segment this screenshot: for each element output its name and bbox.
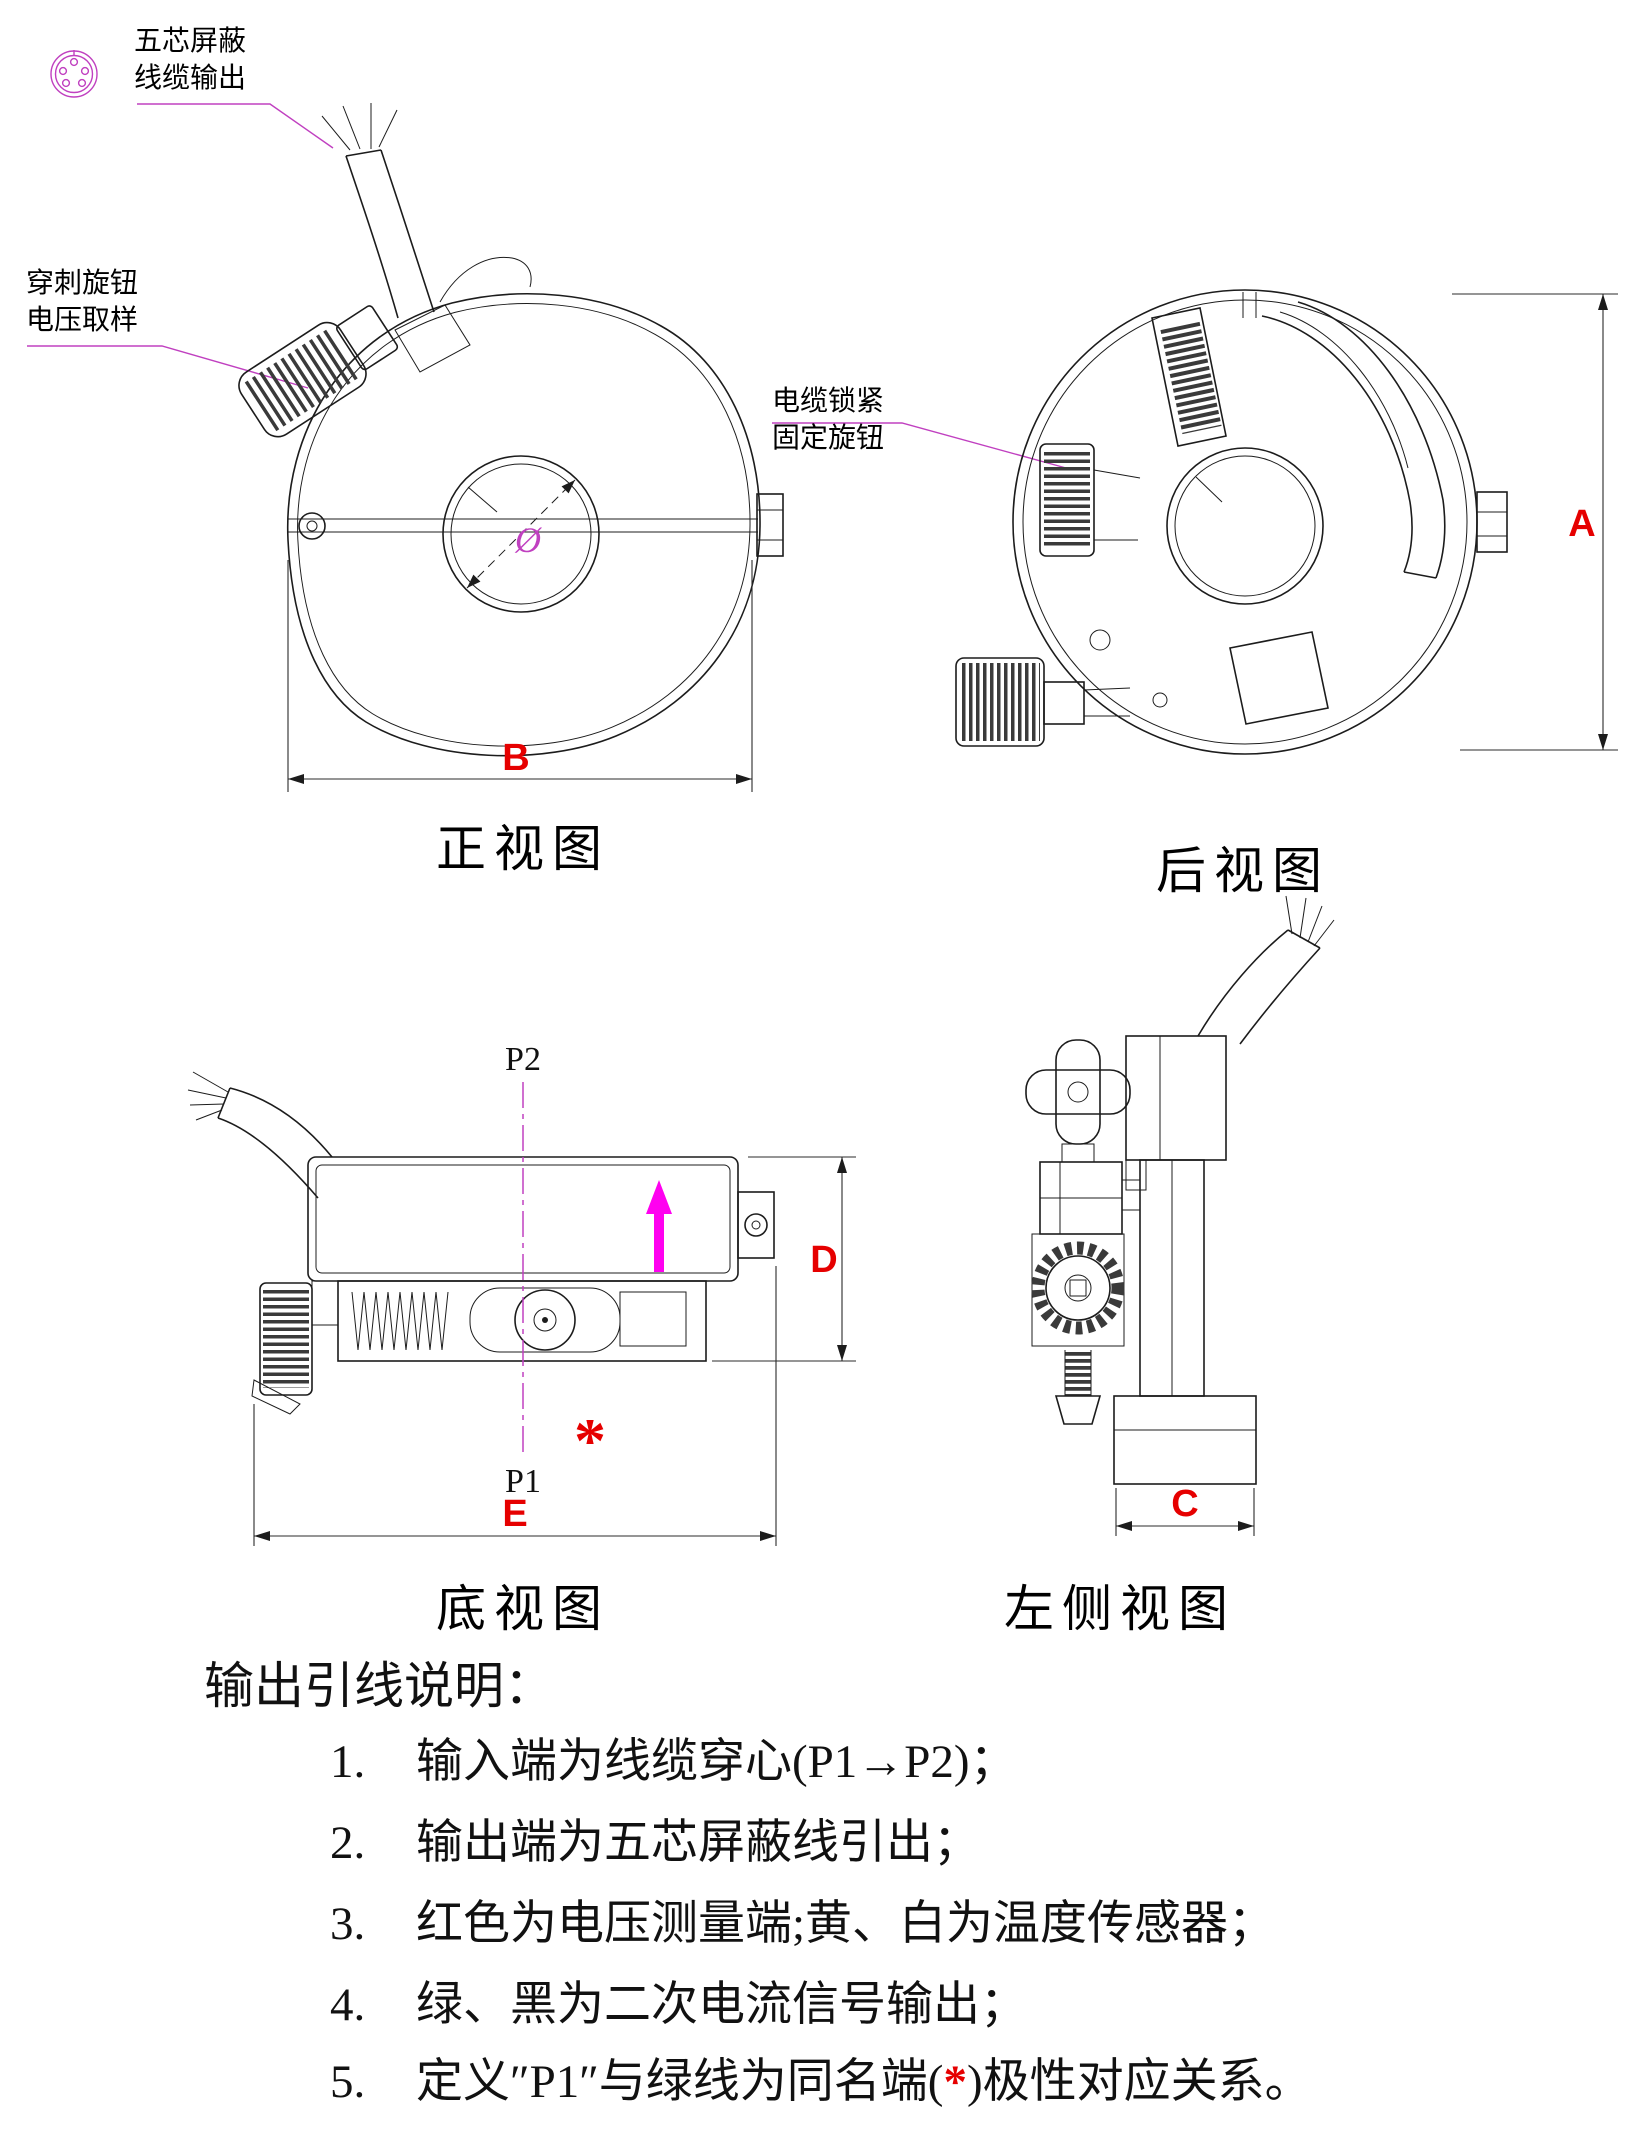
bottom-view-title: 底视图 — [436, 1581, 610, 1637]
front-hole-diameter-symbol: Ø — [514, 520, 543, 560]
polarity-star: * — [574, 1405, 606, 1476]
dim-d-label: D — [810, 1239, 837, 1281]
annotation-voltage-knob-line2: 电压取样 — [26, 304, 139, 336]
front-view-title: 正视图 — [436, 821, 610, 877]
left-view-title: 左侧视图 — [1004, 1581, 1236, 1637]
dim-b-label: B — [502, 737, 529, 779]
note-item-4-text: 绿、黑为二次电流信号输出； — [416, 1979, 1027, 2031]
annotation-voltage-knob: 穿刺旋钮 电压取样 — [26, 266, 138, 340]
note-item-3-text: 红色为电压测量端;黄、白为温度传感器； — [416, 1898, 1276, 1950]
note-item-5-star: * — [943, 2056, 967, 2108]
dim-a-label: A — [1568, 503, 1595, 545]
p2-label: P2 — [505, 1041, 541, 1078]
rear-view-drawing — [955, 289, 1618, 755]
note-item-5-number: 5. — [330, 2056, 366, 2108]
annotation-leaders — [27, 103, 1067, 469]
annotation-cable-lock: 电缆锁紧 固定旋钮 — [772, 384, 884, 458]
annotation-cable-output: 五芯屏蔽 线缆输出 — [134, 24, 246, 98]
bottom-view-drawing — [187, 1071, 856, 1546]
annotation-cable-output-line1: 五芯屏蔽 — [134, 26, 247, 57]
note-item-1-text: 输入端为线缆穿心(P1→P2)； — [416, 1736, 1017, 1788]
note-item-2-number: 2. — [330, 1817, 366, 1869]
connector-icon — [50, 50, 98, 98]
note-item-3-number: 3. — [330, 1898, 366, 1950]
note-item-4-number: 4. — [330, 1979, 366, 2031]
front-view-drawing — [238, 103, 784, 792]
note-item-5: 5. 定义″P1″与绿线为同名端(*)极性对应关系。 — [330, 2054, 1312, 2110]
note-item-2-text: 输出端为五芯屏蔽线引出； — [416, 1817, 980, 1869]
annotation-cable-output-line2: 线缆输出 — [134, 62, 247, 94]
annotation-cable-lock-line1: 电缆锁紧 — [772, 386, 885, 417]
note-item-5-text-after: )极性对应关系。 — [966, 2056, 1312, 2108]
annotation-cable-lock-line2: 固定旋钮 — [772, 422, 885, 454]
note-item-4: 4. 绿、黑为二次电流信号输出； — [330, 1977, 1027, 2033]
note-item-2: 2. 输出端为五芯屏蔽线引出； — [330, 1815, 980, 1871]
rear-view-title: 后视图 — [1156, 843, 1330, 899]
p1-label: P1 — [505, 1463, 541, 1500]
dim-c-label: C — [1171, 1483, 1198, 1525]
notes-heading: 输出引线说明： — [204, 1658, 554, 1714]
note-item-1-number: 1. — [330, 1736, 366, 1788]
left-side-view-drawing — [1025, 895, 1335, 1536]
annotation-voltage-knob-line1: 穿刺旋钮 — [26, 268, 139, 299]
note-item-5-text-before: 定义″P1″与绿线为同名端( — [416, 2056, 944, 2108]
note-item-1: 1. 输入端为线缆穿心(P1→P2)； — [330, 1734, 1017, 1790]
note-item-3: 3. 红色为电压测量端;黄、白为温度传感器； — [330, 1896, 1275, 1952]
dim-e-label: E — [502, 1493, 527, 1535]
